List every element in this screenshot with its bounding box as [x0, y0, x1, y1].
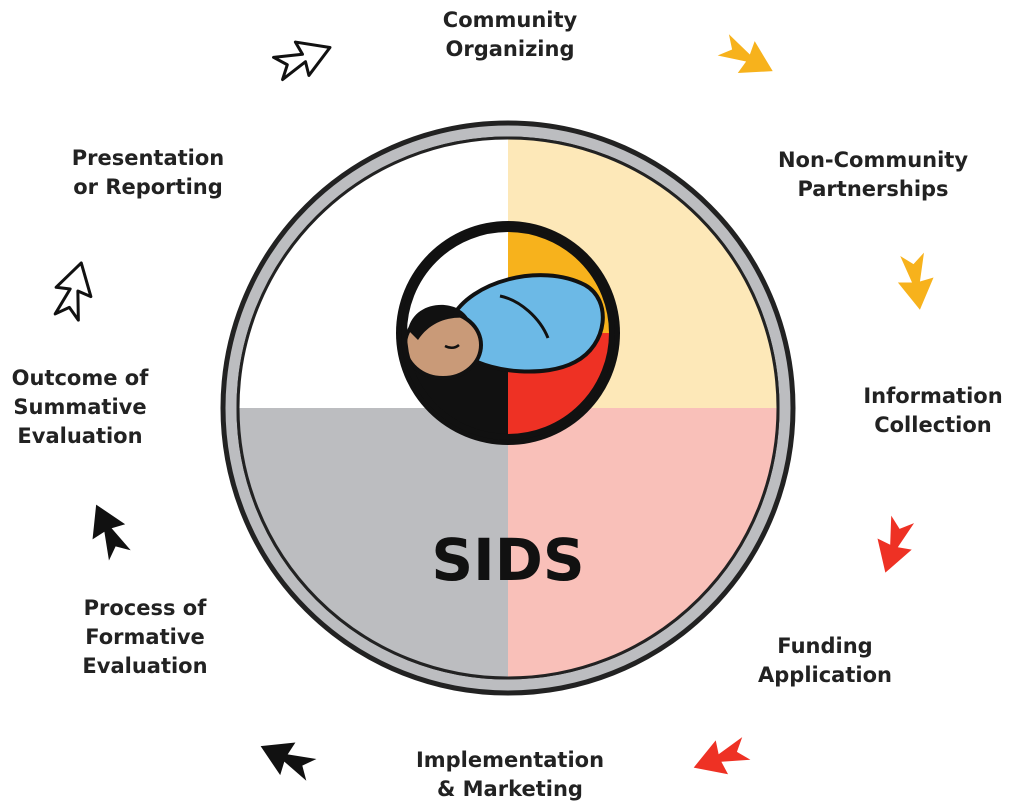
- step-line: Organizing: [445, 37, 575, 61]
- arrow-down-icon: [892, 250, 940, 315]
- arrow-up-icon: [77, 494, 139, 565]
- step-line: Formative: [85, 625, 205, 649]
- center-title: SIDS: [431, 526, 584, 594]
- step-funding-application: Funding Application: [740, 632, 910, 690]
- arrow-up-icon: [47, 256, 101, 324]
- arrow-down-icon: [866, 511, 923, 580]
- step-line: Application: [758, 663, 892, 687]
- step-community-organizing: Community Organizing: [410, 6, 610, 64]
- step-line: Implementation: [415, 748, 605, 772]
- arrow-right-icon: [712, 26, 784, 89]
- arrow-right-icon: [269, 28, 340, 88]
- step-presentation-reporting: Presentation or Reporting: [58, 144, 238, 202]
- arrow-left-icon: [250, 727, 321, 789]
- step-information-collection: Information Collection: [858, 382, 1008, 440]
- step-outcome-summative-evaluation: Outcome of Summative Evaluation: [0, 364, 160, 451]
- baby-blanket: [449, 273, 605, 374]
- step-line: Collection: [874, 413, 992, 437]
- step-line: Outcome of: [11, 366, 149, 390]
- step-process-formative-evaluation: Process of Formative Evaluation: [60, 594, 230, 681]
- step-line: Evaluation: [82, 654, 208, 678]
- step-line: Presentation: [71, 146, 225, 170]
- step-line: Summative: [13, 395, 147, 419]
- step-line: Information: [863, 384, 1003, 408]
- baby-emblem: [396, 221, 620, 445]
- step-implementation-marketing: Implementation & Marketing: [400, 746, 620, 804]
- step-line: Non-Community: [777, 148, 969, 172]
- step-line: Process of: [83, 596, 207, 620]
- step-line: & Marketing: [437, 777, 583, 801]
- arrow-left-icon: [685, 729, 755, 787]
- step-line: Funding: [777, 634, 873, 658]
- step-line: Partnerships: [797, 177, 949, 201]
- step-line: Community: [442, 8, 578, 32]
- step-line: or Reporting: [73, 175, 223, 199]
- step-non-community-partnerships: Non-Community Partnerships: [758, 146, 988, 204]
- step-line: Evaluation: [17, 424, 143, 448]
